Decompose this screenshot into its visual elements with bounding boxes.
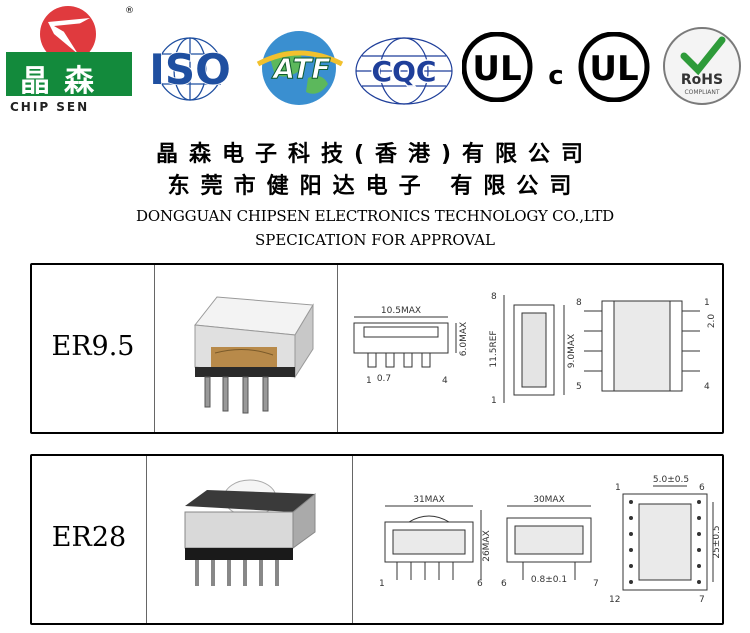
cqc-globe-icon [355,37,453,105]
dim-side: 25±0.5 [712,525,722,558]
document-title: SPECICATION FOR APPROVAL [254,231,496,249]
pin-label-8b: 8 [576,298,582,308]
chipsen-banner: 晶森 [6,52,132,99]
chipsen-en-name: CHIP SEN [10,100,90,114]
rohs-logo: RoHS COMPLIANT [662,26,742,106]
photo-cell [147,456,353,623]
company-name-cn-dg: 东莞市健阳达电子 有限公司 [167,174,583,199]
ul-c-text: c [548,61,563,91]
product-card-er9-5: ER9.5 10.5MAX [30,263,724,434]
pin-label-7: 7 [593,579,599,589]
globe-icon [157,37,223,101]
pin-label-6: 6 [477,579,483,589]
company-name-en: DONGGUAN CHIPSEN ELECTRONICS TECHNOLOGY … [136,207,614,225]
cqc-text: CQC [372,55,437,88]
transformer-photo-er28 [184,479,316,586]
dim-top-gap: 5.0±0.5 [653,475,689,485]
ul-circle-icon [578,31,650,103]
pin-label-6b: 6 [501,579,507,589]
registered-mark: ® [125,6,134,16]
dim-height: 6.0MAX [459,322,469,356]
dim-pitch: 0.8±0.1 [531,575,567,585]
pin-label-4b: 4 [704,382,710,392]
transformer-photo-er9-5 [194,296,314,414]
dim-width: 31MAX [413,495,445,505]
drawing-er28: 31MAX 26MAX 1 6 30MAX 0.8±0.1 6 [379,475,722,605]
chipsen-emblem-icon [40,6,96,62]
drawing-cell: 10.5MAX 6.0MAX 0.7 1 4 8 1 11.5REF 9.0MA… [338,265,722,432]
chipsen-logo: ® 晶森 CHIP SEN [4,4,134,114]
dim-height: 26MAX [482,530,492,562]
model-cell: ER28 [32,456,147,623]
ul-text-right: UL [589,49,638,89]
iso-text: ISO [149,45,231,94]
checkmark-icon [680,36,726,76]
atf-logo: ATF [250,28,348,108]
chipsen-cn-name: 晶森 [20,64,108,99]
pin-label-12: 12 [609,595,620,605]
drawing-er9-5: 10.5MAX 6.0MAX 0.7 1 4 8 1 11.5REF 9.0MA… [353,292,717,406]
pin-label-1b: 1 [491,396,497,406]
dim-width: 10.5MAX [381,306,421,316]
rohs-text: RoHS [681,72,723,88]
atf-text: ATF [271,52,330,85]
dim-ref: 11.5REF [489,330,499,367]
dim-depth: 30MAX [533,495,565,505]
ul-text-left: UL [472,49,521,89]
model-label: ER9.5 [51,331,135,362]
dim-body: 9.0MAX [567,334,577,368]
logo-row: ® 晶森 CHIP SEN ISO ATF [0,0,750,118]
drawing-cell: 31MAX 26MAX 1 6 30MAX 0.8±0.1 6 [353,456,722,623]
ul-logo: UL c UL [461,31,650,103]
iso-logo: ISO [138,36,242,102]
ul-circle-icon [461,31,533,103]
rohs-subtitle: COMPLIANT [684,89,719,96]
pin-label-1: 1 [379,579,385,589]
model-label: ER28 [51,522,127,553]
pin-label-1: 1 [366,376,372,386]
model-cell: ER9.5 [32,265,155,432]
pin-label-6c: 6 [699,483,705,493]
pin-label-4: 4 [442,376,448,386]
pin-label-8: 8 [491,292,497,302]
pin-label-1c: 1 [704,298,710,308]
pin-label-7b: 7 [699,595,705,605]
cqc-logo: CQC [354,36,454,106]
dim-pitch: 0.7 [377,374,391,384]
photo-cell [155,265,338,432]
pin-label-1b: 1 [615,483,621,493]
dim-pin-gap: 2.0 [707,314,717,329]
product-card-er28: ER28 31MAX [30,454,724,625]
company-name-cn-hk: 晶森电子科技(香港)有限公司 [155,142,595,167]
pin-label-5: 5 [576,382,582,392]
